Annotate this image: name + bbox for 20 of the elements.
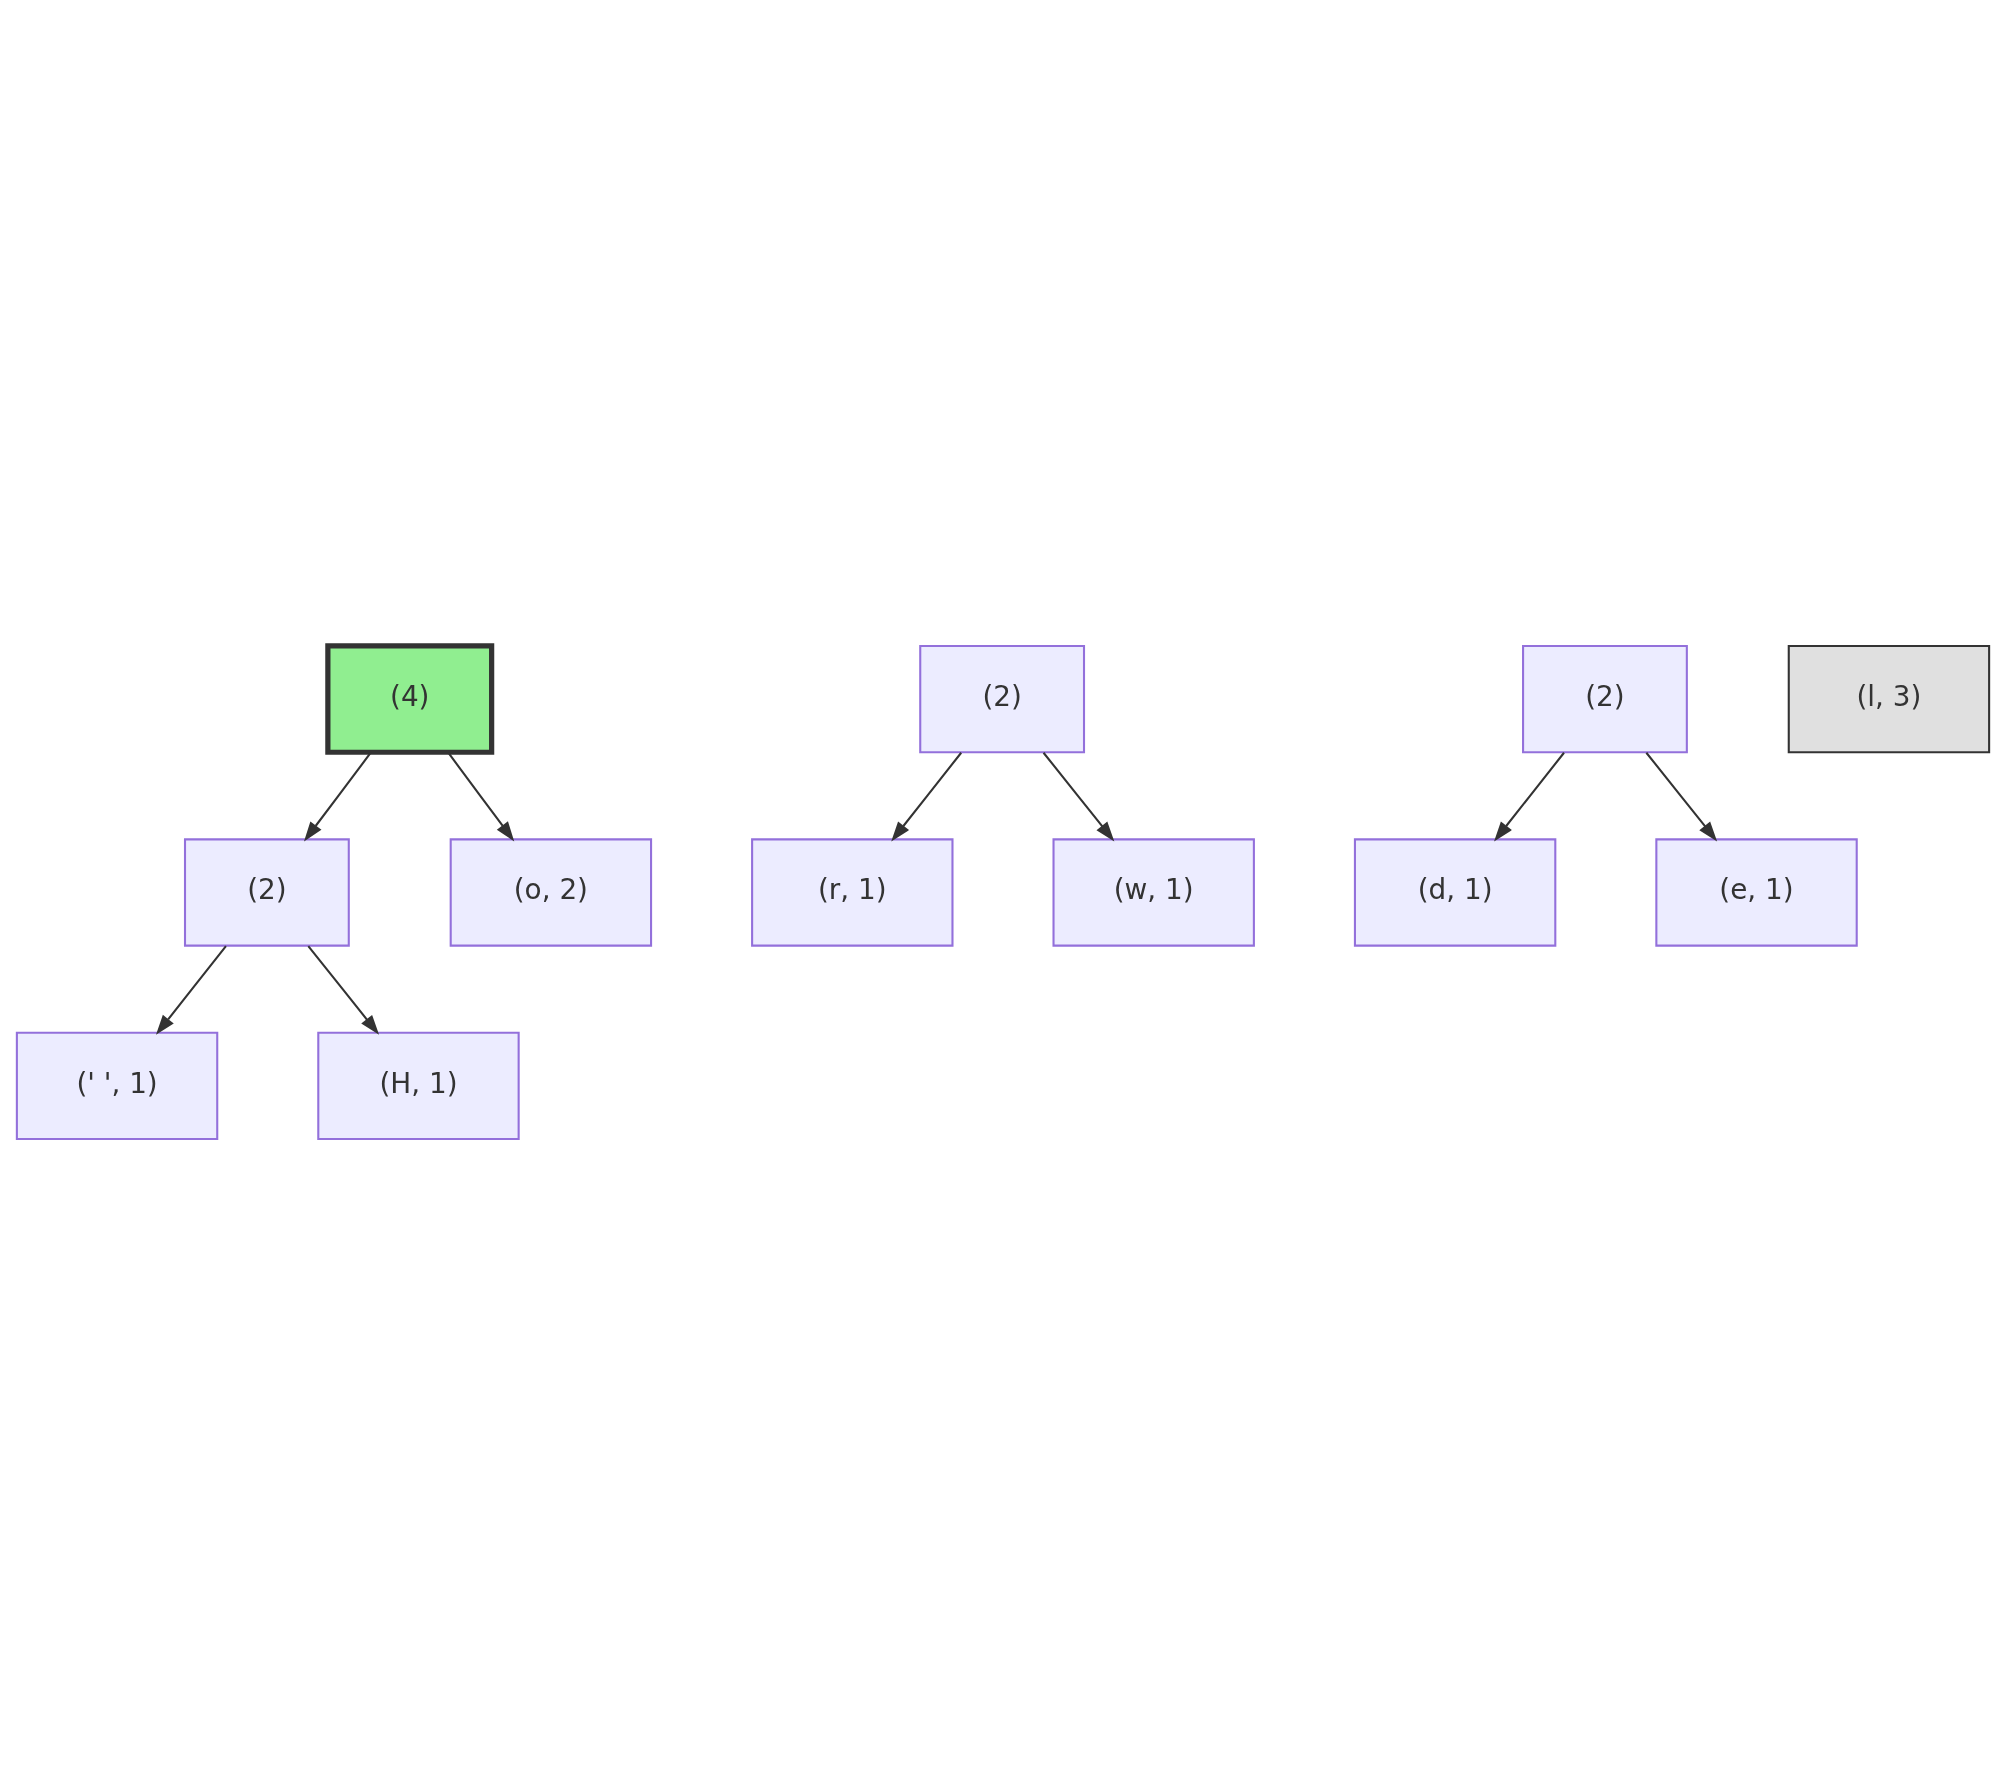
node-box: (l, 3): [1787, 644, 1991, 753]
arrow: [1494, 751, 1565, 841]
node-box: (o, 2): [449, 837, 653, 947]
arrow: [1042, 751, 1115, 841]
node-box: (2): [183, 837, 350, 947]
node-box: (d, 1): [1353, 837, 1557, 947]
arrow: [156, 945, 227, 1035]
node-box: (r, 1): [751, 837, 954, 947]
node-box: (2): [919, 644, 1086, 753]
arrow: [891, 751, 962, 841]
node-box: (w, 1): [1052, 837, 1255, 947]
node-box: (2): [1522, 644, 1688, 753]
node-box: (' ', 1): [15, 1031, 219, 1140]
node-box: (e, 1): [1655, 837, 1858, 947]
arrow: [307, 944, 380, 1035]
arrow: [447, 751, 515, 841]
node-box: (4): [325, 642, 495, 755]
arrow: [303, 751, 372, 841]
node-box: (H, 1): [317, 1031, 520, 1140]
arrow: [1645, 751, 1718, 841]
